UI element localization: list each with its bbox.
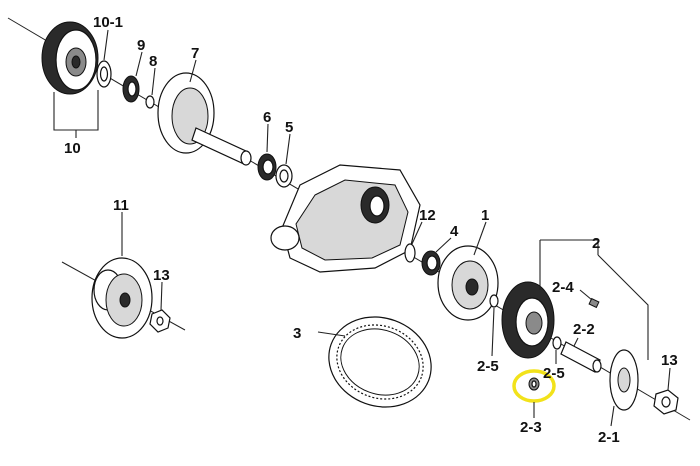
part-7-driven-shaft <box>157 72 252 166</box>
label-10-1: 10-1 <box>93 14 123 31</box>
part-4-bearing <box>421 250 441 276</box>
part-10-clutch-drum <box>41 21 99 95</box>
highlight-circle <box>512 369 556 403</box>
label-5: 5 <box>285 119 293 136</box>
label-1: 1 <box>481 207 489 224</box>
label-4: 4 <box>450 223 459 240</box>
label-7: 7 <box>191 45 199 62</box>
part-3-drive-belt <box>328 316 432 408</box>
part-2-2-sleeve <box>560 341 602 373</box>
part-6-bearing <box>257 153 277 181</box>
label-13-right: 13 <box>661 352 678 369</box>
part-13-nut-right <box>653 389 679 415</box>
label-2-5-left: 2-5 <box>477 358 499 375</box>
label-9: 9 <box>137 37 145 54</box>
part-2-5-washer-left <box>489 294 499 308</box>
leader-lines <box>53 29 671 427</box>
label-8: 8 <box>149 53 157 70</box>
part-2-1-ramp-plate <box>609 349 639 411</box>
label-3: 3 <box>293 325 301 342</box>
label-11: 11 <box>113 197 129 214</box>
label-10: 10 <box>64 140 81 157</box>
label-13-left: 13 <box>153 267 170 284</box>
part-12-o-ring <box>404 243 416 263</box>
part-2-movable-face <box>501 281 555 359</box>
part-10-1-washer <box>96 60 112 88</box>
label-2-2: 2-2 <box>573 321 595 338</box>
label-6: 6 <box>263 109 271 126</box>
label-2-4: 2-4 <box>552 279 574 296</box>
part-11-pulley <box>91 257 153 339</box>
label-12: 12 <box>419 207 436 224</box>
label-2: 2 <box>592 235 600 252</box>
part-2-4-screw <box>588 297 600 309</box>
part-1-drive-face <box>437 245 499 321</box>
label-2-1: 2-1 <box>598 429 620 446</box>
label-2-5-right: 2-5 <box>543 365 565 382</box>
label-2-3: 2-3 <box>520 419 542 436</box>
part-5-seal <box>275 164 293 188</box>
part-2-5-washer-right <box>552 336 562 350</box>
part-9-bearing <box>122 75 140 103</box>
part-2-3-collar <box>528 377 540 391</box>
part-8-clip <box>145 95 155 109</box>
transmission-housing <box>270 164 421 273</box>
part-13-nut-left <box>149 309 171 333</box>
